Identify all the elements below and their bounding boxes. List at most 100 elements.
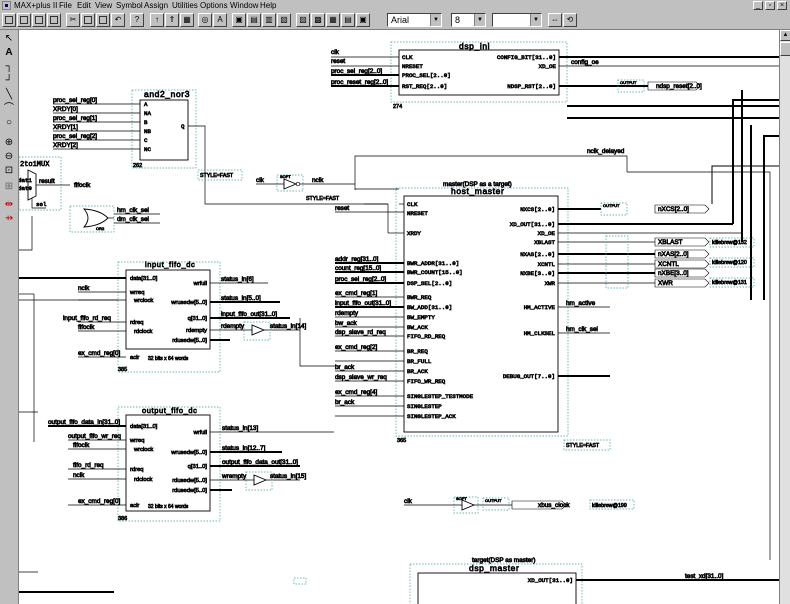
net-label: XRDY[2] xyxy=(53,142,78,149)
port-label: SINGLESTEP xyxy=(407,403,442,410)
minimize-icon[interactable]: _ xyxy=(753,1,763,10)
not-gate-nclk[interactable] xyxy=(256,155,628,205)
port-label: NXCS[2..0] xyxy=(520,206,555,213)
port-label: wrfull xyxy=(192,430,207,436)
net-label: status_in[13] xyxy=(222,425,258,432)
input-fifo-block[interactable] xyxy=(78,261,336,373)
arc-icon[interactable]: ⌒ xyxy=(4,103,14,114)
text-editor-icon[interactable]: ▣ xyxy=(356,13,370,27)
port-label: rdclock xyxy=(134,477,152,483)
port-label: CLK xyxy=(407,201,418,208)
orthogonal-node-icon[interactable]: ┘ xyxy=(5,75,13,86)
circle-icon[interactable]: ○ xyxy=(5,117,13,128)
port-label: NRESET xyxy=(407,210,428,217)
menu-view[interactable]: View xyxy=(95,1,113,10)
port-label: rdclock xyxy=(134,329,152,335)
restore-icon[interactable]: ▫ xyxy=(765,1,775,10)
timing-analyzer-icon[interactable]: ▥ xyxy=(262,13,276,27)
find-node-icon[interactable]: ◎ xyxy=(198,13,212,27)
chevron-down-icon[interactable]: ▼ xyxy=(530,14,541,26)
port-label: NRESET xyxy=(402,63,423,70)
port-label: HM_CLKSEL xyxy=(524,330,556,337)
zoom-in-icon[interactable]: ⊕ xyxy=(4,137,14,148)
port-label: BWR_COUNT[15..0] xyxy=(407,269,463,276)
programmer-icon[interactable]: ▧ xyxy=(277,13,291,27)
paste-icon[interactable] xyxy=(96,13,110,27)
help-cursor-icon[interactable]: ? xyxy=(130,13,144,27)
chevron-down-icon[interactable]: ▼ xyxy=(474,14,485,26)
menu-assign[interactable]: Assign xyxy=(144,1,169,10)
xbus-clock-buffer[interactable] xyxy=(404,496,635,514)
menu-file[interactable]: File xyxy=(59,1,72,10)
disconnect-icon[interactable]: ⇸ xyxy=(4,213,14,224)
zoom-out-icon[interactable]: ⊖ xyxy=(4,151,14,162)
close-icon[interactable]: × xyxy=(777,1,787,10)
output-fifo-block[interactable] xyxy=(48,406,334,522)
net-label: proc_sel_reg[2..0] xyxy=(331,68,382,75)
orthogonal-line-icon[interactable]: ┐ xyxy=(5,61,13,72)
text-tool-icon[interactable]: A xyxy=(5,47,13,58)
port-label: XD_OUT[31..0] xyxy=(510,221,555,228)
dsp-ini-title: dsp_ini xyxy=(459,41,490,51)
net-label: dsp_slave_rd_req xyxy=(335,329,386,336)
compiler-icon[interactable]: ▣ xyxy=(232,13,246,27)
pointer-icon[interactable]: ↖ xyxy=(4,33,14,44)
fit-in-window-icon[interactable]: ⊡ xyxy=(4,165,14,176)
menu-options[interactable]: Options xyxy=(200,1,228,10)
net-label: clk xyxy=(404,498,413,505)
port-label: dat1 xyxy=(19,177,32,184)
new-file-icon[interactable] xyxy=(2,13,16,27)
graphic-editor-canvas[interactable]: dsp_ini CLK NRESET PROC_SEL[2..0] RST_RE… xyxy=(19,30,779,604)
save-icon[interactable] xyxy=(32,13,46,27)
net-label: dm_clk_sel xyxy=(117,216,149,223)
find-text-icon[interactable]: A xyxy=(213,13,227,27)
graphic-editor-icon[interactable]: ▨ xyxy=(296,13,310,27)
font-size-select[interactable]: 8▼ xyxy=(451,13,486,27)
menu-help[interactable]: Help xyxy=(260,1,277,10)
color-select[interactable]: ▼ xyxy=(492,13,542,27)
host-master-block[interactable] xyxy=(335,187,755,451)
connect-dots-icon[interactable]: ⇹ xyxy=(4,199,14,210)
dsp-master-block[interactable] xyxy=(293,563,779,604)
cut-icon[interactable]: ✂ xyxy=(66,13,80,27)
menu-edit[interactable]: Edit xyxy=(77,1,91,10)
net-label: proc_sel_reg[1] xyxy=(53,115,97,122)
open-hierarchy-icon[interactable]: ▦ xyxy=(180,13,194,27)
port-label: wrreq xyxy=(129,290,145,296)
open-file-icon[interactable] xyxy=(17,13,31,27)
net-label: reset xyxy=(331,58,345,65)
waveform-icon[interactable]: ▤ xyxy=(341,13,355,27)
port-label: BW_ADD[31..0] xyxy=(407,304,452,311)
menu-window[interactable]: Window xyxy=(230,1,259,10)
rubberbanding-icon[interactable]: ⊞ xyxy=(4,181,14,192)
flip-horizontal-icon[interactable]: ⇔ xyxy=(548,13,562,27)
diagonal-line-icon[interactable]: ╲ xyxy=(5,89,13,100)
net-label: ex_cmd_reg[2] xyxy=(335,344,377,351)
menu-symbol[interactable]: Symbol xyxy=(116,1,143,10)
chevron-down-icon[interactable]: ▼ xyxy=(430,14,441,26)
mux-2to1[interactable] xyxy=(19,156,70,211)
and2-nor3-block[interactable] xyxy=(53,89,388,205)
undo-icon[interactable]: ↶ xyxy=(111,13,125,27)
mux-title: 2to1MUX xyxy=(20,161,50,169)
print-icon[interactable] xyxy=(47,13,61,27)
rotate-icon[interactable]: ⟲ xyxy=(563,13,577,27)
dsp-ini-block[interactable] xyxy=(331,41,779,103)
net-label: XRDY[1] xyxy=(53,124,78,131)
menu-utilities[interactable]: Utilities xyxy=(172,1,198,10)
hierarchy-top-icon[interactable]: ⇑ xyxy=(165,13,179,27)
copy-icon[interactable] xyxy=(81,13,95,27)
scroll-up-icon[interactable]: ▲ xyxy=(780,30,790,41)
net-label: config_oe xyxy=(571,59,599,66)
pin-type-label: OUTPUT xyxy=(485,498,502,503)
symbol-editor-icon[interactable]: ▩ xyxy=(311,13,325,27)
or-gate[interactable] xyxy=(69,205,160,233)
floorplan-icon[interactable]: ▦ xyxy=(326,13,340,27)
scroll-thumb[interactable] xyxy=(780,42,790,56)
simulator-icon[interactable]: ▤ xyxy=(247,13,261,27)
net-label: input_fifo_out[31..0] xyxy=(221,311,277,318)
app-icon[interactable] xyxy=(2,1,11,10)
hierarchy-up-icon[interactable]: ↑ xyxy=(150,13,164,27)
font-select[interactable]: Arial▼ xyxy=(387,13,442,27)
vertical-scrollbar[interactable]: ▲ xyxy=(779,30,790,604)
